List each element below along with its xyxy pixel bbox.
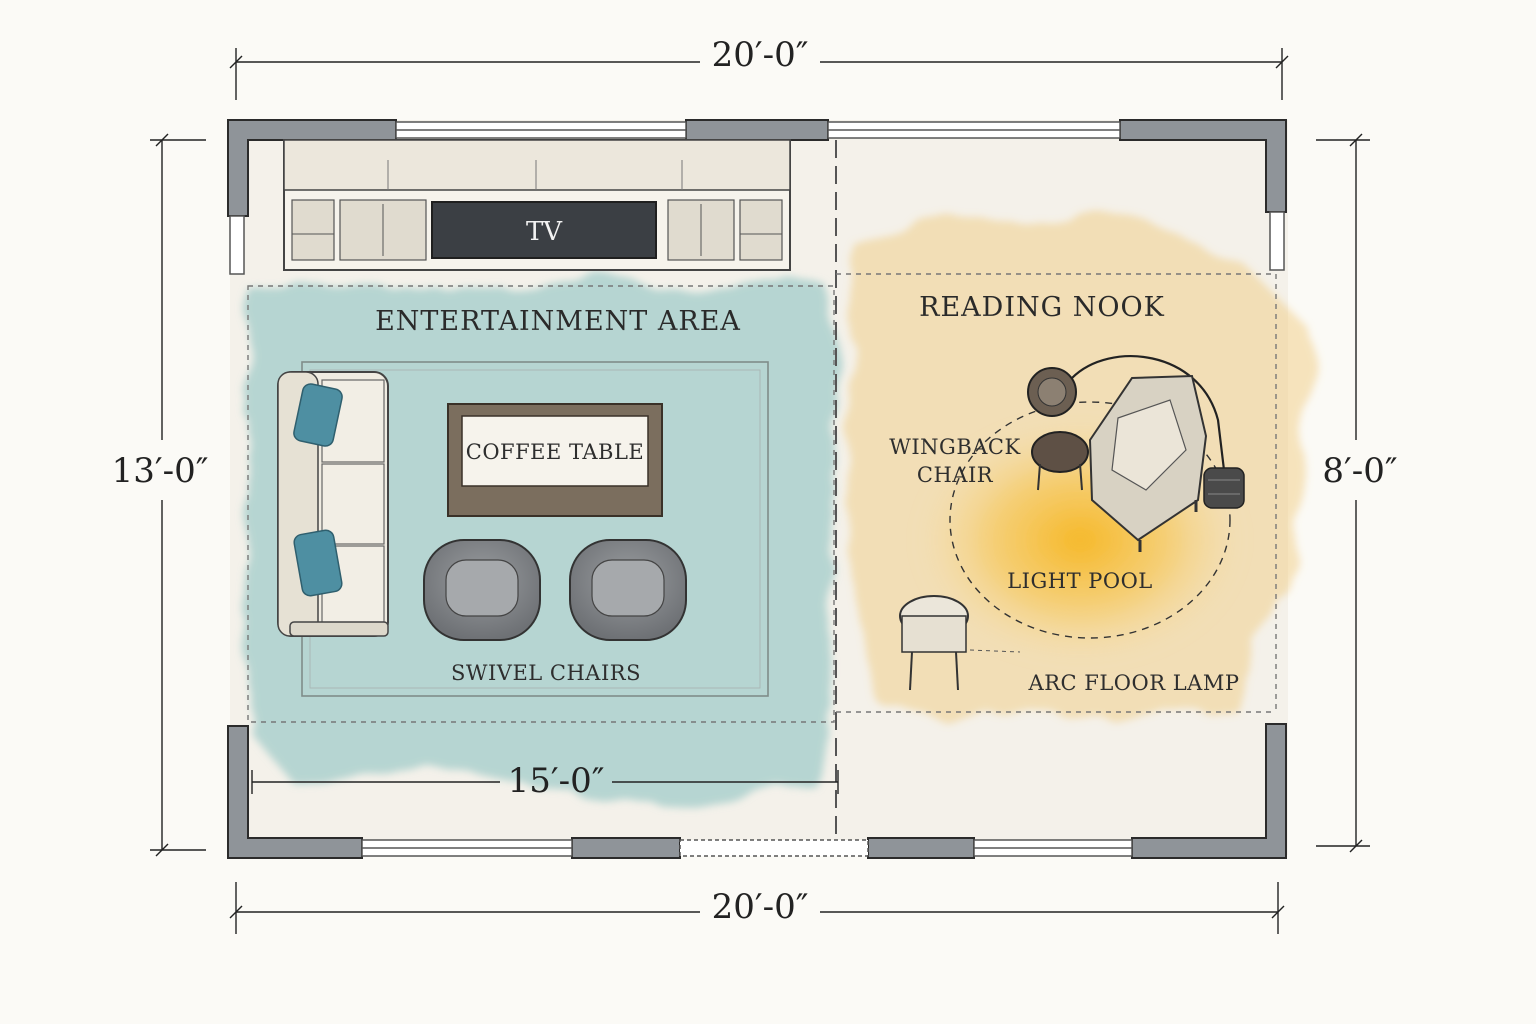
tv (431, 201, 657, 259)
swivel-chair (569, 539, 687, 641)
dim-bottom-width: 20′-0″ (712, 887, 809, 927)
wingback-label-line1: WINGBACK (889, 435, 1020, 459)
zone-entertainment-title: ENTERTAINMENT AREA (375, 306, 741, 337)
wingback-chair (1088, 374, 1208, 552)
dim-top-width: 20′-0″ (712, 35, 809, 75)
dim-right-height: 8′-0″ (1322, 451, 1397, 491)
walls (227, 119, 1287, 859)
lamp-shade (1027, 367, 1077, 417)
dim-entertainment-width: 15′-0″ (508, 761, 605, 801)
arc-lamp-label: ARC FLOOR LAMP (1028, 671, 1240, 695)
lamp-base-side (1203, 467, 1245, 509)
accent-stool (899, 595, 969, 691)
swivel-chair (423, 539, 541, 641)
windows (229, 121, 1285, 857)
lamp-swing-path (949, 401, 1231, 639)
pillow (293, 383, 343, 447)
entertainment-wash (245, 280, 835, 800)
zone-reading-title: READING NOOK (919, 292, 1165, 323)
light-pool-label: LIGHT POOL (1007, 569, 1153, 593)
zone-guides (247, 140, 1277, 850)
swivel-chairs-label: SWIVEL CHAIRS (451, 661, 641, 685)
dimension-lines (150, 48, 1370, 934)
wingback-label-line2: CHAIR (917, 463, 994, 487)
lamp-leader (969, 649, 1021, 653)
pillow (293, 529, 343, 597)
coffee-table-label: COFFEE TABLE (466, 440, 645, 464)
dim-left-height: 13′-0″ (112, 451, 209, 491)
side-table (1031, 431, 1089, 491)
lamp-arc (1071, 355, 1226, 471)
tv-label: TV (526, 217, 563, 247)
